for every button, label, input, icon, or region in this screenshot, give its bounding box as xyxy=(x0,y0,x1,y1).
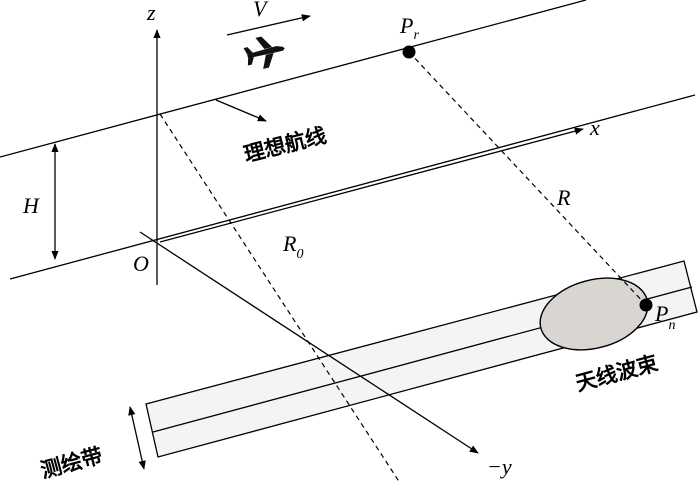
pn-label: Pn xyxy=(654,301,675,333)
velocity-arrow xyxy=(226,14,311,36)
r0-dashed-line xyxy=(159,113,401,483)
velocity-label: V xyxy=(253,0,269,21)
airplane-icon xyxy=(243,36,285,69)
antenna-beam-label: 天线波束 xyxy=(573,351,661,396)
ground-track-line xyxy=(9,94,696,280)
r-dashed-line xyxy=(408,51,647,306)
range-label: R xyxy=(556,185,571,210)
ideal-track-label: 理想航线 xyxy=(241,123,328,167)
ideal-track-line xyxy=(0,0,587,158)
ideal-track-pointer xyxy=(215,99,267,122)
x-axis xyxy=(159,127,584,243)
point-pr xyxy=(402,45,416,59)
z-axis-label: z xyxy=(146,0,156,25)
neg-y-axis-label: −y xyxy=(487,454,512,479)
origin-label: O xyxy=(133,251,149,276)
x-axis-label: x xyxy=(589,115,600,140)
point-pn xyxy=(639,298,653,312)
swath-width-arrow xyxy=(128,406,146,470)
r0-label: R0 xyxy=(282,231,303,262)
swath-label: 测绘带 xyxy=(38,443,105,482)
pr-label: Pr xyxy=(399,13,419,43)
height-label: H xyxy=(22,193,40,218)
